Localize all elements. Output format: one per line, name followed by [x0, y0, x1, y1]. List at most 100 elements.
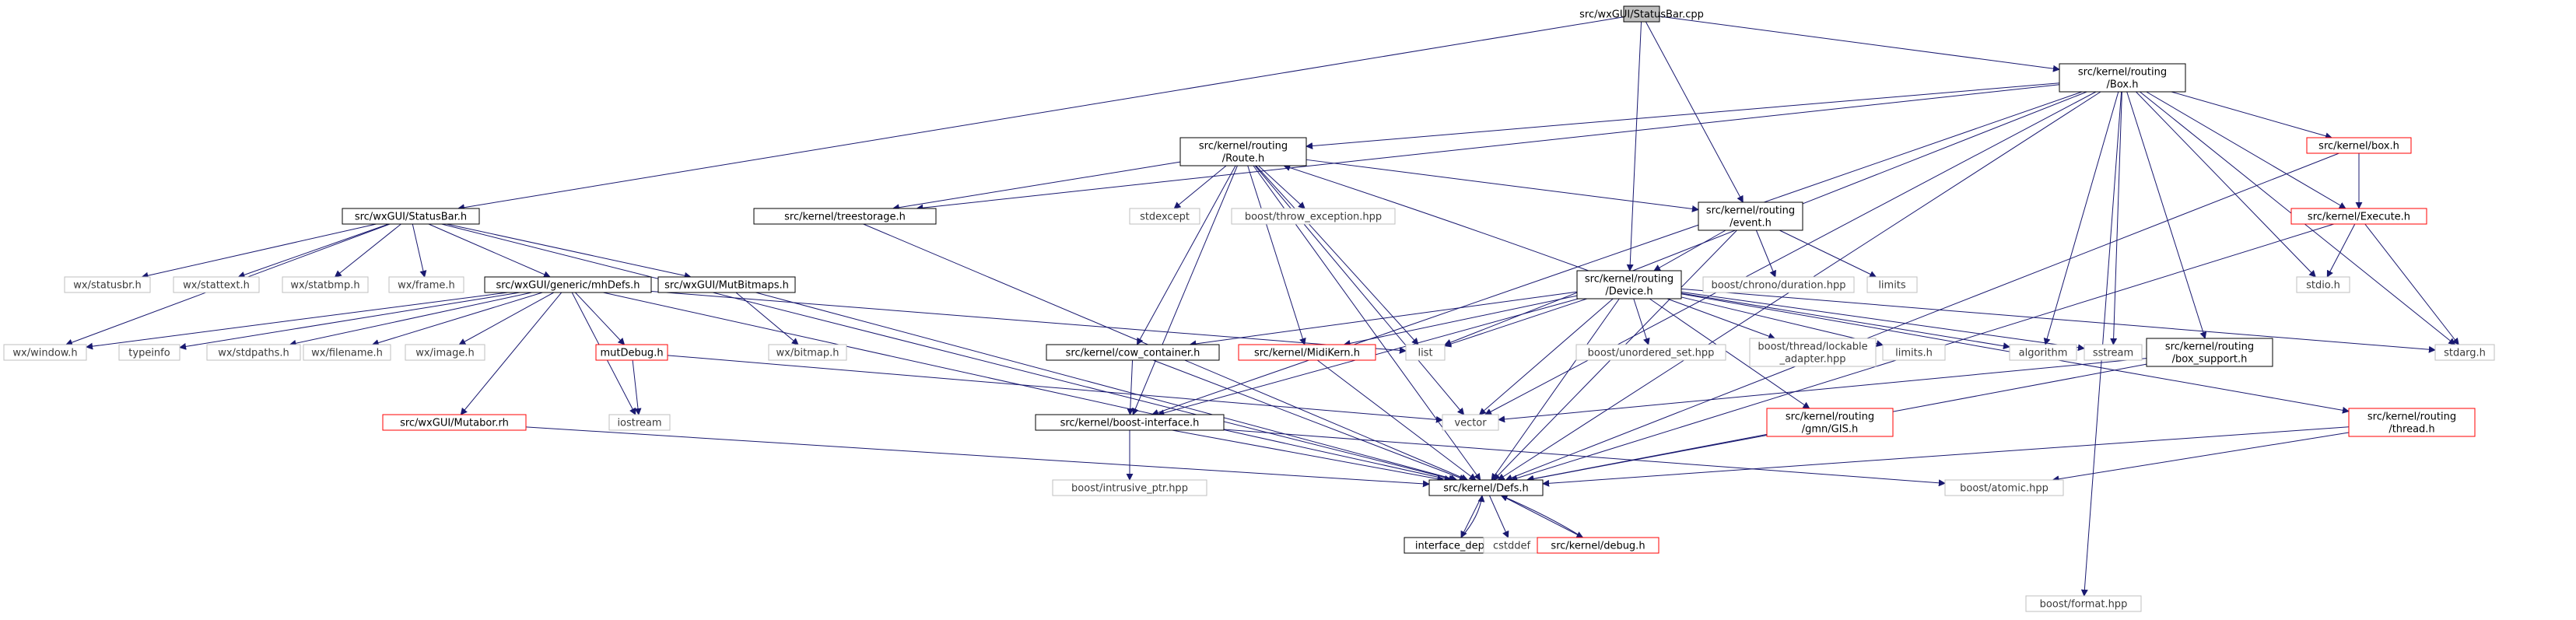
edge-statusbar_cpp-to-statusbar_h [457, 16, 1624, 212]
node-label: boost/atomic.hpp [1960, 483, 2049, 495]
node-stdpaths: wx/stdpaths.h [206, 344, 301, 361]
node-mhdefs-h[interactable]: src/wxGUI/generic/mhDefs.h [484, 276, 652, 293]
node-box [1238, 344, 1376, 361]
node-box [206, 344, 301, 361]
node-device-h[interactable]: src/kernel/routing/Device.h [1576, 270, 1682, 299]
node-execute-h[interactable]: src/kernel/Execute.h [2290, 208, 2427, 225]
edge-device_h-to-list [1444, 298, 1587, 348]
edge-cow_container-to-boost_interface [1127, 359, 1134, 415]
edge-boost_interface-to-atomic [1223, 429, 1946, 487]
edge-device_h-to-stdarg_h [1681, 288, 2436, 353]
node-box [595, 344, 668, 361]
node-box-support[interactable]: src/kernel/routing/box_support.h [2146, 338, 2273, 367]
node-wx-image: wx/image.h [405, 344, 485, 361]
node-label: wx/statusbr.h [73, 280, 141, 292]
node-wx-bitmap: wx/bitmap.h [768, 344, 847, 361]
node-mutbitmaps-h[interactable]: src/wxGUI/MutBitmaps.h [657, 276, 796, 293]
node-label: wx/window.h [12, 348, 77, 359]
node-box [1576, 270, 1682, 299]
node-box [1035, 414, 1225, 431]
node-limits-h: limits.h [1882, 344, 1946, 361]
node-cstddef: cstddef [1483, 537, 1540, 554]
edge-box_h-to-vector [1484, 91, 2097, 415]
edge-device_h-to-unordered_set [1633, 298, 1650, 345]
edge-event_h-to-limits [1779, 229, 1877, 278]
node-box [64, 276, 151, 293]
node-box [2306, 137, 2412, 154]
node-wx-window: wx/window.h [3, 344, 87, 361]
edge-box_h-to-boost_interface [1151, 91, 2083, 416]
edge-mutabor_rh-to-defs_h [525, 426, 1430, 488]
node-box [173, 276, 260, 293]
node-midikern-h[interactable]: src/kernel/MidiKern.h [1238, 344, 1376, 361]
edge-mhdefs_h-to-typeinfo [179, 292, 520, 350]
node-label: boost/unordered_set.hpp [1588, 348, 1715, 359]
node-label: src/wxGUI/StatusBar.h [355, 212, 467, 223]
node-label: src/kernel/routing [2367, 412, 2456, 423]
edge-execute_h-to-stdarg_h [2364, 223, 2459, 345]
node-statbmp-h: wx/statbmp.h [282, 276, 369, 293]
node-format: boost/format.hpp [2025, 595, 2142, 612]
node-statusbar-cpp[interactable]: src/wxGUI/StatusBar.cpp [1579, 5, 1704, 23]
node-lockable-adapter: boost/thread/lockable_adapter.hpp [1749, 338, 1877, 367]
node-label: boost/intrusive_ptr.hpp [1071, 483, 1188, 495]
node-box [768, 344, 847, 361]
node-frame-h: wx/frame.h [388, 276, 464, 293]
node-label: wx/stattext.h [183, 280, 250, 292]
edge-device_h-to-defs_h [1491, 298, 1620, 481]
node-cow-container[interactable]: src/kernel/cow_container.h [1046, 344, 1220, 361]
node-box [282, 276, 369, 293]
node-label: /gmn/GIS.h [1802, 424, 1858, 436]
edge-box_h-to-format [2080, 91, 2122, 597]
edge-device_h-to-cow_container [1189, 291, 1578, 348]
node-label: src/kernel/boost-interface.h [1060, 418, 1200, 429]
node-box [1866, 276, 1918, 293]
node-label: src/wxGUI/StatusBar.cpp [1579, 9, 1704, 21]
edge-route_h-to-vector [1254, 165, 1465, 415]
edge-statusbar_h-to-statbmp_h [334, 223, 401, 278]
node-boost-interface[interactable]: src/kernel/boost-interface.h [1035, 414, 1225, 431]
node-mutdebug-h[interactable]: mutDebug.h [595, 344, 668, 361]
edge-box_h-to-stdio_h [2136, 91, 2316, 278]
edge-statusbar_cpp-to-event_h [1645, 21, 1744, 203]
node-label: stdio.h [2306, 280, 2340, 292]
node-label: src/kernel/Execute.h [2308, 212, 2410, 223]
node-box [1046, 344, 1220, 361]
node-iostream: iostream [608, 414, 671, 431]
edge-route_h-to-cow_container [1137, 165, 1236, 345]
node-kdebug-h[interactable]: src/kernel/debug.h [1537, 537, 1660, 554]
node-box [484, 276, 652, 293]
node-label: limits [1878, 280, 1906, 292]
node-defs-h[interactable]: src/kernel/Defs.h [1428, 479, 1544, 496]
nodes-layer: src/wxGUI/StatusBar.cpp src/kernel/routin… [3, 5, 2495, 612]
node-label: vector [1454, 418, 1487, 429]
node-box [1575, 344, 1726, 361]
node-box-h[interactable]: src/kernel/routing/Box.h [2059, 63, 2186, 93]
node-label: sstream [2093, 348, 2133, 359]
node-intrusive-ptr: boost/intrusive_ptr.hpp [1052, 479, 1207, 496]
node-label: src/kernel/MidiKern.h [1254, 348, 1360, 359]
node-label: iostream [617, 418, 661, 429]
edge-device_h-to-algorithm [1681, 292, 2010, 350]
node-thread-h[interactable]: src/kernel/routing/thread.h [2348, 408, 2476, 437]
node-label: src/kernel/routing [2078, 67, 2167, 79]
node-label: src/kernel/routing [1786, 412, 1874, 423]
node-event-h[interactable]: src/kernel/routing/event.h [1698, 201, 1803, 231]
node-kbox-h[interactable]: src/kernel/box.h [2306, 137, 2412, 154]
node-stdio-h: stdio.h [2296, 276, 2350, 293]
edge-kbox_h-to-defs_h [1505, 152, 2339, 482]
node-box [1179, 137, 1307, 166]
node-box [1231, 208, 1396, 225]
edge-statusbar_h-to-stattext_h [237, 223, 389, 278]
node-mutabor-rh[interactable]: src/wxGUI/Mutabor.rh [382, 414, 527, 431]
edge-mhdefs_h-to-defs_h [603, 292, 1452, 482]
node-route-h[interactable]: src/kernel/routing/Route.h [1179, 137, 1307, 166]
node-treestorage-h[interactable]: src/kernel/treestorage.h [753, 208, 937, 225]
node-box [657, 276, 796, 293]
node-statusbar-h[interactable]: src/wxGUI/StatusBar.h [342, 208, 480, 225]
node-box [388, 276, 464, 293]
node-gmngis-h[interactable]: src/kernel/routing/gmn/GIS.h [1766, 408, 1894, 437]
edge-route_h-to-stdexcept [1173, 165, 1227, 209]
edge-interface_deps-to-defs_h [1460, 495, 1485, 538]
node-box [1537, 537, 1660, 554]
